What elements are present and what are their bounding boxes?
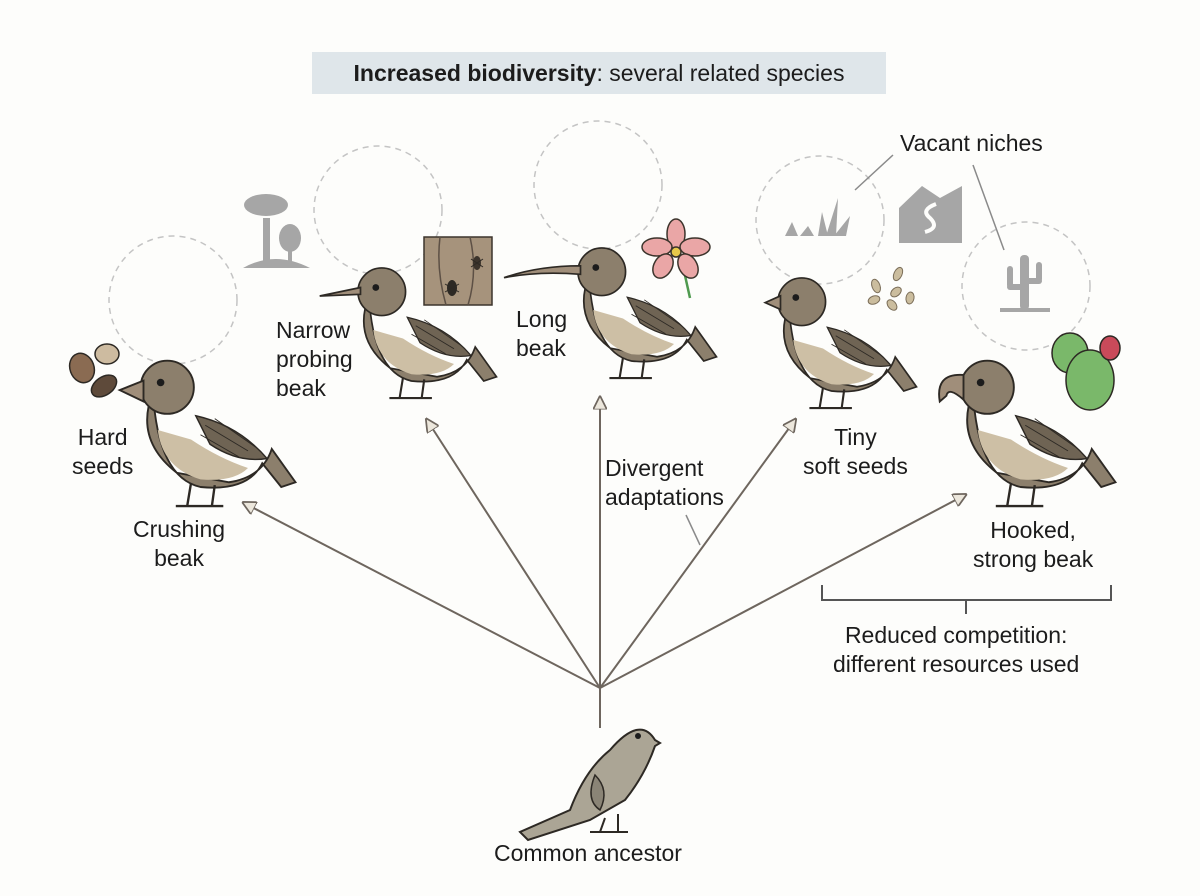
seed-icon: [867, 295, 881, 305]
finch-hooked-strong-beak: [938, 359, 1117, 508]
seed-icon: [892, 266, 904, 282]
finch-long-beak: [503, 246, 718, 380]
ancestor-bird: [518, 728, 662, 842]
tree-icon: [243, 194, 310, 268]
arrow-to-crushing: [244, 503, 601, 689]
label-vacant-niches: Vacant niches: [900, 130, 1043, 156]
title-rest: : several related species: [596, 59, 845, 86]
label-crushing-beak: Crushing beak: [133, 516, 226, 571]
seed-icon: [94, 343, 120, 365]
mountain-icon: [899, 186, 962, 243]
niche-circle: [313, 145, 443, 275]
pointer-lines: [685, 154, 1005, 546]
seed-icon: [890, 286, 902, 298]
label-tiny-soft-seeds: Tiny soft seeds: [803, 424, 908, 479]
insect-bark-icon: [423, 236, 493, 306]
seed-icon: [886, 299, 898, 311]
title-bold: Increased biodiversity: [353, 59, 597, 86]
seed-icon: [905, 291, 915, 305]
grass-icon: [785, 198, 850, 236]
soft-seed-icons: [867, 266, 915, 311]
niche-circle: [108, 235, 238, 365]
cactus-icon: [1000, 255, 1050, 312]
niche-circle: [755, 155, 885, 285]
label-hard-seeds: Hard seeds: [72, 424, 134, 479]
arrow-to-probing: [427, 420, 601, 689]
finch-narrow-probing-beak: [319, 266, 498, 400]
niche-circle: [961, 221, 1091, 351]
title-banner: Increased biodiversity: several related …: [312, 52, 886, 94]
label-common-ancestor: Common ancestor: [494, 840, 682, 866]
arrow-to-hooked: [599, 495, 965, 689]
label-long-beak: Long beak: [516, 306, 568, 361]
arrow-to-tiny: [599, 420, 795, 689]
label-narrow-probing-beak: Narrow probing beak: [276, 317, 353, 401]
finch-tiny-soft-seeds: [763, 276, 918, 410]
prickly-pear-icon: [1051, 332, 1121, 411]
competition-bracket: [821, 585, 1112, 614]
flower-icon: [641, 218, 711, 299]
label-divergent-adaptations: Divergent adaptations: [605, 455, 724, 510]
finch-crushing-beak: [117, 359, 297, 508]
divergence-arrows: [244, 398, 965, 728]
label-hooked-strong-beak: Hooked, strong beak: [973, 517, 1094, 572]
niche-circle: [533, 120, 663, 250]
hard-seed-icons: [68, 343, 120, 398]
seed-icon: [871, 278, 881, 294]
label-reduced-competition: Reduced competition: different resources…: [833, 622, 1080, 677]
seed-icon: [68, 352, 96, 384]
seed-icon: [90, 374, 118, 398]
